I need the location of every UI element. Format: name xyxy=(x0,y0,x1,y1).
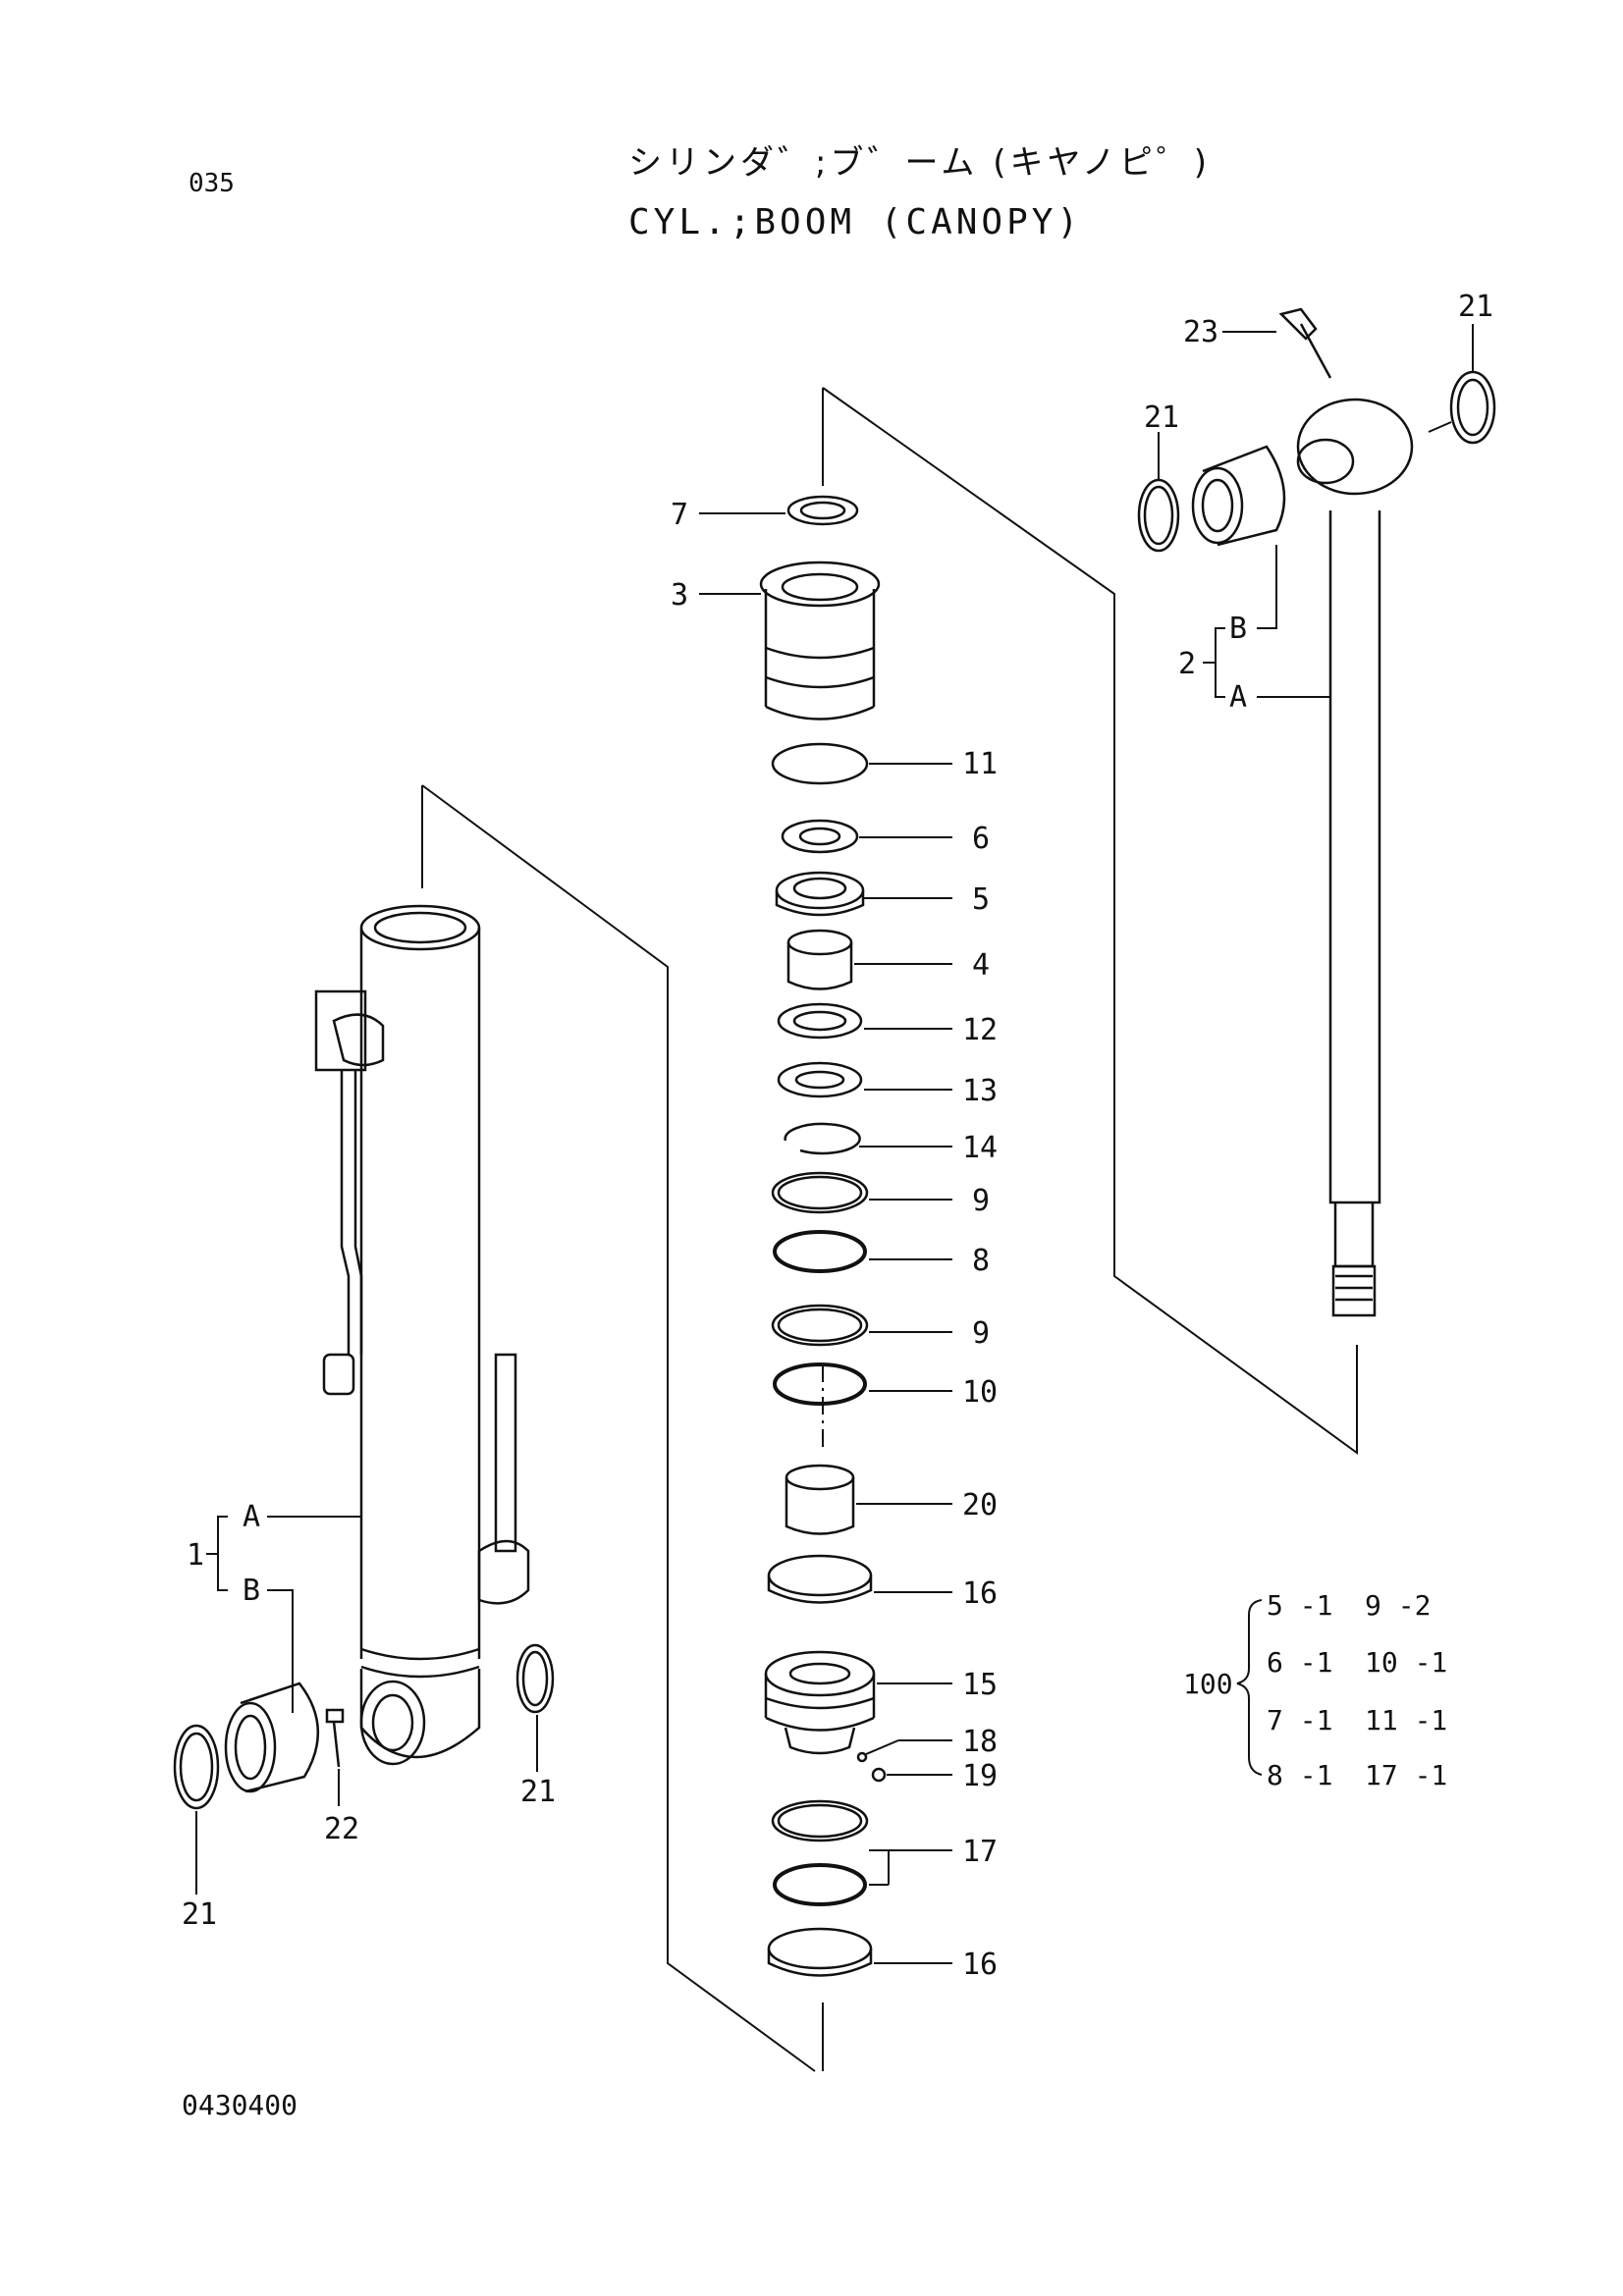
kit-right-2: 10 -1 xyxy=(1365,1646,1447,1679)
kit-left-1: 5 -1 xyxy=(1267,1589,1332,1622)
page-number: 035 xyxy=(189,169,235,198)
kit-number: 100 xyxy=(1183,1668,1233,1700)
grease-fitting-22 xyxy=(325,1708,345,1768)
callout-2: 2 xyxy=(1178,647,1196,681)
part-4-bushing xyxy=(786,929,853,990)
callout-1a: A xyxy=(243,1500,260,1534)
part-16-wear-ring-lower xyxy=(767,1927,873,1977)
callout-10: 10 xyxy=(962,1375,998,1410)
callout-21-tube-left: 21 xyxy=(182,1897,217,1932)
kit-right-4: 17 -1 xyxy=(1365,1759,1447,1791)
part-8-oring xyxy=(773,1230,867,1273)
callout-13: 13 xyxy=(962,1074,998,1108)
callout-15: 15 xyxy=(962,1668,998,1702)
part-14-snap-ring xyxy=(784,1122,861,1155)
callout-21-tube-right: 21 xyxy=(520,1775,556,1809)
callout-16-lower: 16 xyxy=(962,1948,998,1982)
part-6-ring xyxy=(781,819,859,854)
leader-lines xyxy=(195,324,1474,1964)
kit-left-2: 6 -1 xyxy=(1267,1646,1332,1679)
callout-4: 4 xyxy=(972,948,990,983)
part-16-wear-ring-upper xyxy=(767,1554,873,1604)
callout-3: 3 xyxy=(671,578,688,613)
kit-right-1: 9 -2 xyxy=(1365,1589,1431,1622)
kit-right-3: 11 -1 xyxy=(1365,1704,1447,1736)
part-17-seal-set xyxy=(771,1799,869,1906)
part-13-ring xyxy=(777,1061,863,1098)
part-3-rod-cover xyxy=(759,561,881,721)
callout-19: 19 xyxy=(962,1759,998,1793)
grease-fitting-23 xyxy=(1278,307,1332,379)
callout-2b: B xyxy=(1229,612,1247,646)
callout-12: 12 xyxy=(962,1013,998,1047)
callout-9-upper: 9 xyxy=(972,1184,990,1218)
bushing-2b xyxy=(1191,445,1286,547)
callout-11: 11 xyxy=(962,747,998,781)
title-english: CYL.;BOOM (CANOPY) xyxy=(628,202,1083,242)
callout-1b: B xyxy=(243,1574,260,1608)
seal-ring-21-left xyxy=(173,1724,220,1810)
part-12-ring xyxy=(777,1002,863,1040)
part-20-collar xyxy=(784,1464,855,1535)
callout-17: 17 xyxy=(962,1835,998,1869)
part-9-ring-lower xyxy=(771,1304,869,1347)
seal-ring-21-right xyxy=(515,1643,555,1714)
kit-table: 100 5 -1 6 -1 7 -1 8 -1 9 -2 10 -1 11 -1… xyxy=(1183,1589,1447,1791)
callout-7: 7 xyxy=(671,498,688,532)
part-7-wiper xyxy=(786,495,859,526)
part-18-ball xyxy=(856,1751,868,1763)
piston-rod xyxy=(1296,398,1414,1317)
seal-ring-21-rod-left xyxy=(1137,478,1180,553)
part-11-oring xyxy=(771,742,869,785)
title-japanese: シリンダ゛;ブ゛ーム (キヤノピ゜) xyxy=(628,143,1212,183)
callout-1: 1 xyxy=(187,1538,204,1573)
callout-14: 14 xyxy=(962,1131,998,1165)
kit-left-3: 7 -1 xyxy=(1267,1704,1332,1736)
callout-23: 23 xyxy=(1183,315,1218,349)
callout-2a: A xyxy=(1229,680,1247,715)
callout-18: 18 xyxy=(962,1725,998,1759)
part-10-oring xyxy=(773,1362,867,1406)
seal-ring-21-rod-right xyxy=(1449,370,1496,445)
callout-22: 22 xyxy=(324,1812,359,1846)
part-15-piston xyxy=(764,1650,876,1755)
callout-21-rod-right: 21 xyxy=(1458,290,1493,324)
callout-5: 5 xyxy=(972,882,990,917)
callout-8: 8 xyxy=(972,1244,990,1278)
callout-21-rod-left: 21 xyxy=(1144,400,1179,435)
callout-9-lower: 9 xyxy=(972,1316,990,1351)
part-19-set-screw xyxy=(871,1767,887,1783)
callout-6: 6 xyxy=(972,822,990,856)
kit-left-4: 8 -1 xyxy=(1267,1759,1332,1791)
callout-labels: 7 3 11 6 5 4 12 13 14 9 8 9 10 20 16 1 5 … xyxy=(182,290,1493,1982)
callout-20: 20 xyxy=(962,1488,998,1522)
part-5-packing xyxy=(775,871,865,917)
cylinder-tube xyxy=(314,904,530,1766)
bushing-1b xyxy=(224,1682,320,1793)
callout-16-upper: 16 xyxy=(962,1576,998,1611)
document-number: 0430400 xyxy=(182,2089,298,2121)
part-9-ring-upper xyxy=(771,1171,869,1214)
explode-guide-lines xyxy=(421,387,1358,2072)
